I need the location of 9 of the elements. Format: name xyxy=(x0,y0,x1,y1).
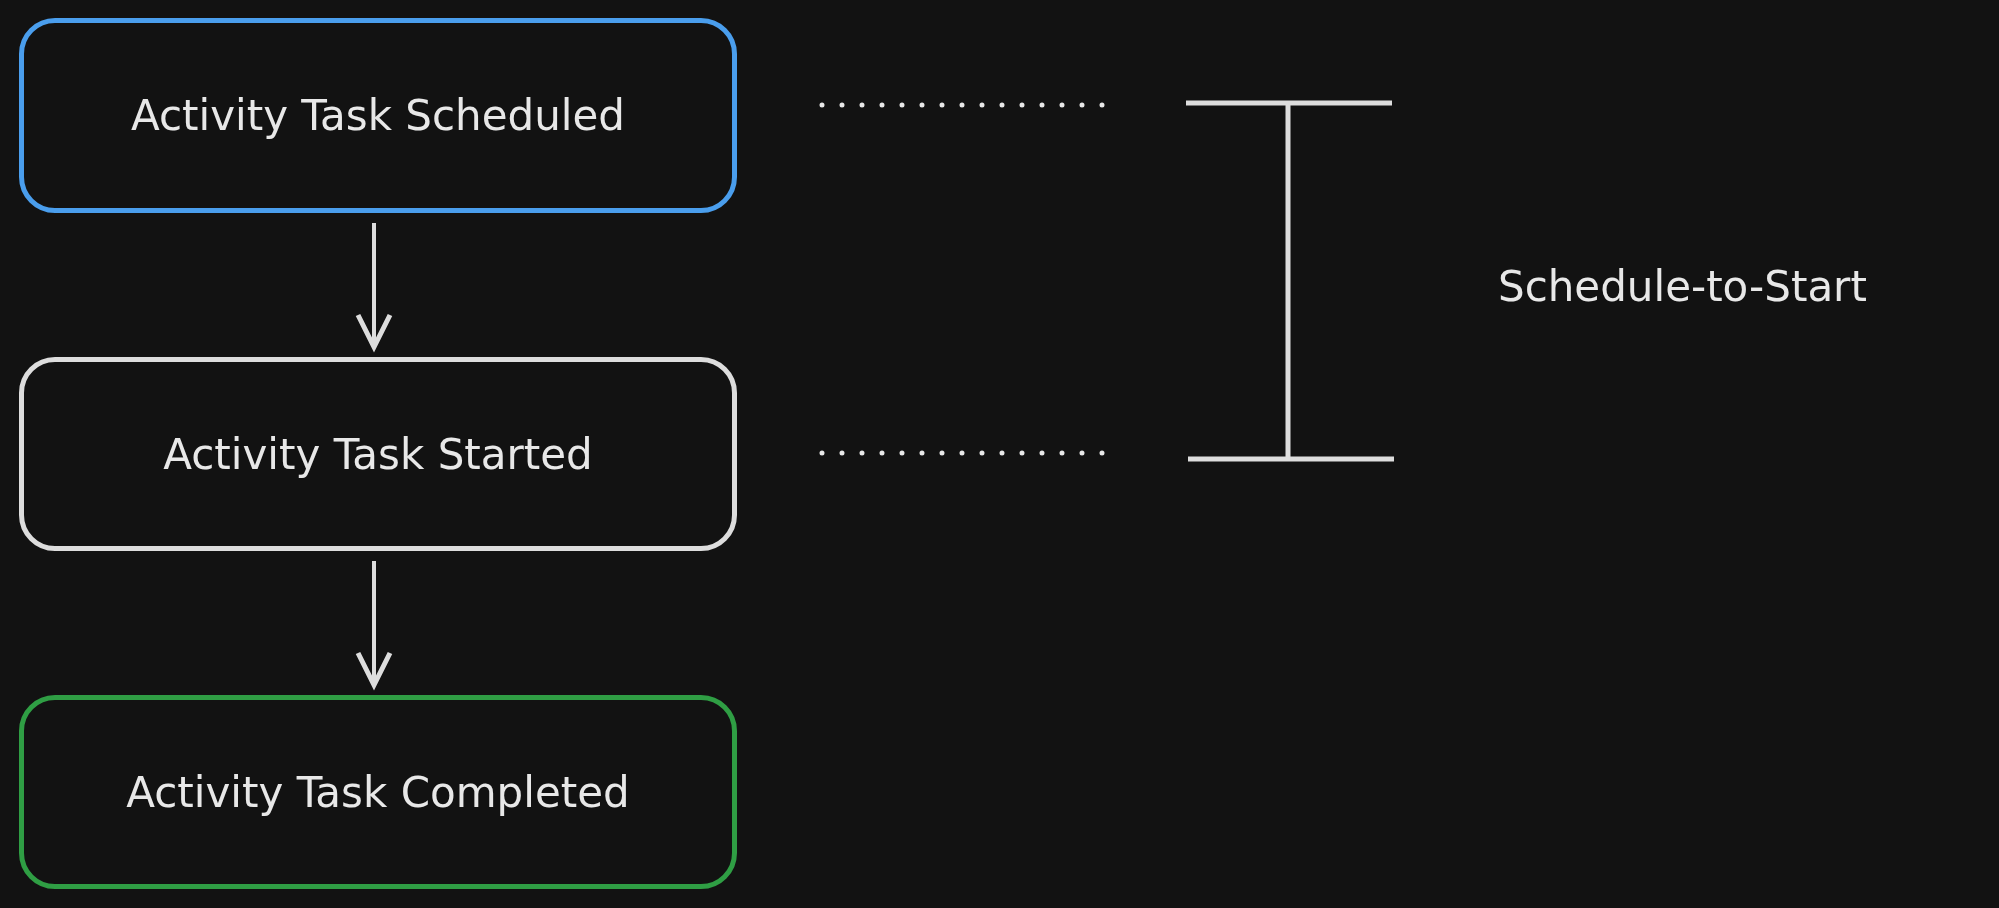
node-text: Activity Task Started xyxy=(163,429,593,479)
process-box xyxy=(19,18,737,213)
process-box xyxy=(19,695,737,889)
node-text: Activity Task Completed xyxy=(126,767,630,817)
process-box xyxy=(19,357,737,551)
dimension-label: Schedule-to-Start xyxy=(1498,262,1867,311)
arrow xyxy=(355,561,393,688)
arrow xyxy=(355,223,393,350)
node-text: Activity Task Scheduled xyxy=(130,91,626,140)
